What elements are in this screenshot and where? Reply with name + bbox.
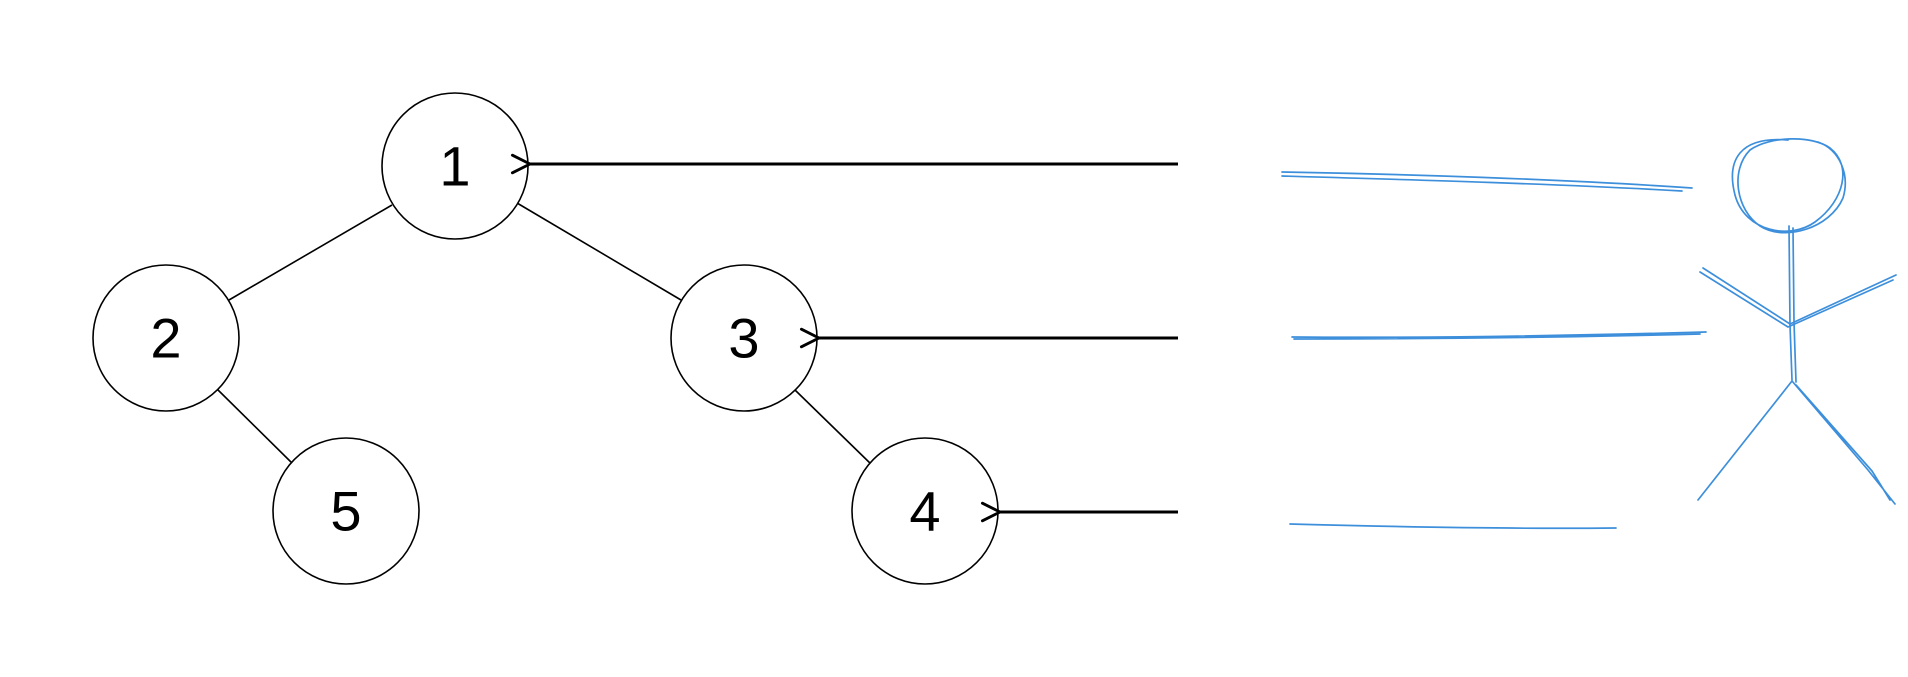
tree-edges [215,202,874,467]
node-label: 3 [728,307,759,370]
edge-1-3 [516,202,682,301]
tree-node-5: 5 [272,437,420,585]
node-label: 2 [150,307,181,370]
sketch-line-bottom [1289,523,1617,530]
stick-figure-arms [1699,267,1897,328]
node-label: 1 [439,135,470,198]
sketch-line-top [1281,171,1693,192]
node-label: 5 [330,480,361,543]
edge-2-5 [215,387,296,467]
stick-figure-head [1731,138,1847,234]
node-circle [272,437,420,585]
sketch-line-middle [1291,331,1707,340]
stick-figure-legs [1697,380,1896,505]
edge-1-2 [228,204,393,301]
stick-figure-body [1788,225,1797,383]
edge-3-4 [794,389,874,467]
tree-node-2: 2 [92,264,240,412]
tree-node-1: 1 [381,92,529,240]
sketch-lines [1281,171,1707,530]
node-label: 4 [909,480,940,543]
tree-node-4: 4 [851,437,999,585]
view-pointers [510,153,1178,523]
tree-node-3: 3 [670,264,818,412]
stick-figure-icon [1697,138,1897,505]
node-circle [92,264,240,412]
